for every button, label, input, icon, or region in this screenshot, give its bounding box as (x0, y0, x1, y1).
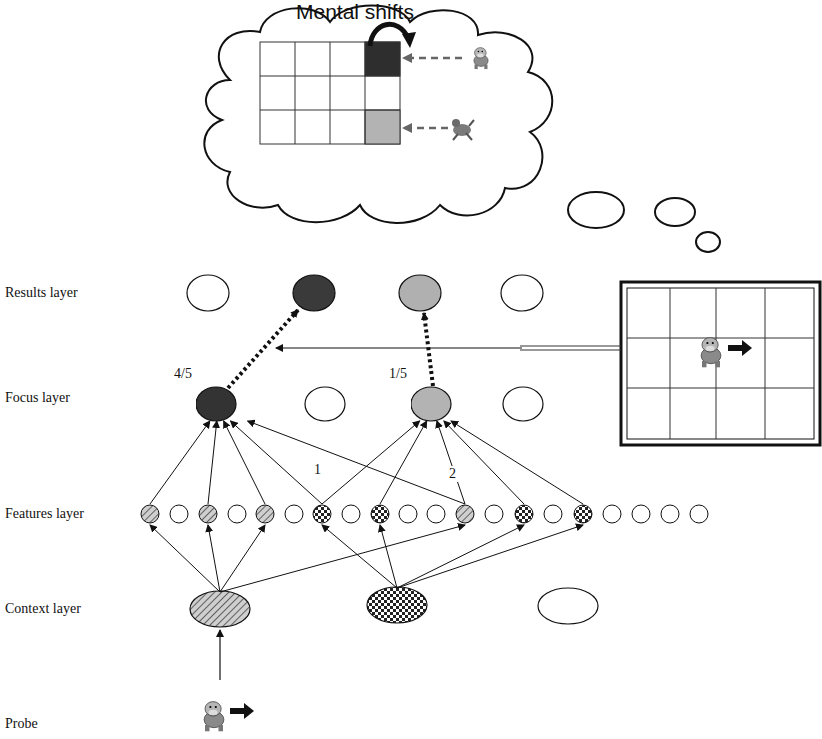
focus-unit: 1/5 (389, 366, 455, 422)
feature-unit (170, 505, 188, 523)
feature-unit (603, 505, 621, 523)
wire (397, 525, 583, 588)
layer-name: Focus layer (5, 390, 70, 406)
wire (220, 525, 465, 592)
wire (150, 421, 210, 504)
wire (248, 421, 465, 504)
feature-unit (285, 505, 303, 523)
feature-unit (371, 505, 389, 523)
feature-unit (427, 505, 445, 523)
weight-label: 4/5 (174, 366, 240, 382)
feature-unit (399, 505, 417, 523)
wire (230, 421, 322, 504)
layer-name: Features layer (5, 506, 84, 522)
feature-unit (485, 505, 503, 523)
feature-unit (256, 505, 274, 523)
feature-unit (632, 505, 650, 523)
feature-unit (456, 505, 474, 523)
wire (150, 525, 220, 592)
wire (322, 525, 397, 588)
wire (208, 525, 220, 592)
focus-unit: 4/5 (174, 366, 240, 422)
feature-unit (690, 505, 708, 523)
wire (322, 421, 420, 504)
wire (380, 525, 397, 588)
wire (451, 421, 583, 504)
layer-name: Probe (5, 716, 38, 732)
wire (397, 525, 524, 588)
layer-name: Results layer (5, 285, 78, 301)
feature-unit (199, 505, 217, 523)
feature-unit (515, 505, 533, 523)
feature-unit (342, 505, 360, 523)
wire (380, 421, 427, 504)
feature-unit (574, 505, 592, 523)
layer-name: Context layer (5, 601, 81, 617)
weight-label: 1/5 (389, 366, 455, 382)
wire (444, 421, 524, 504)
title: Mental shifts (296, 0, 414, 24)
feature-unit (228, 505, 246, 523)
focus-circle (411, 386, 477, 422)
focus-circle (196, 386, 262, 422)
feature-unit (313, 505, 331, 523)
wire (437, 421, 465, 504)
feature-unit (661, 505, 679, 523)
wire (208, 421, 217, 504)
feature-unit (544, 505, 562, 523)
callout-number: 2 (447, 466, 458, 482)
feature-unit (141, 505, 159, 523)
callout-number: 1 (312, 462, 323, 478)
